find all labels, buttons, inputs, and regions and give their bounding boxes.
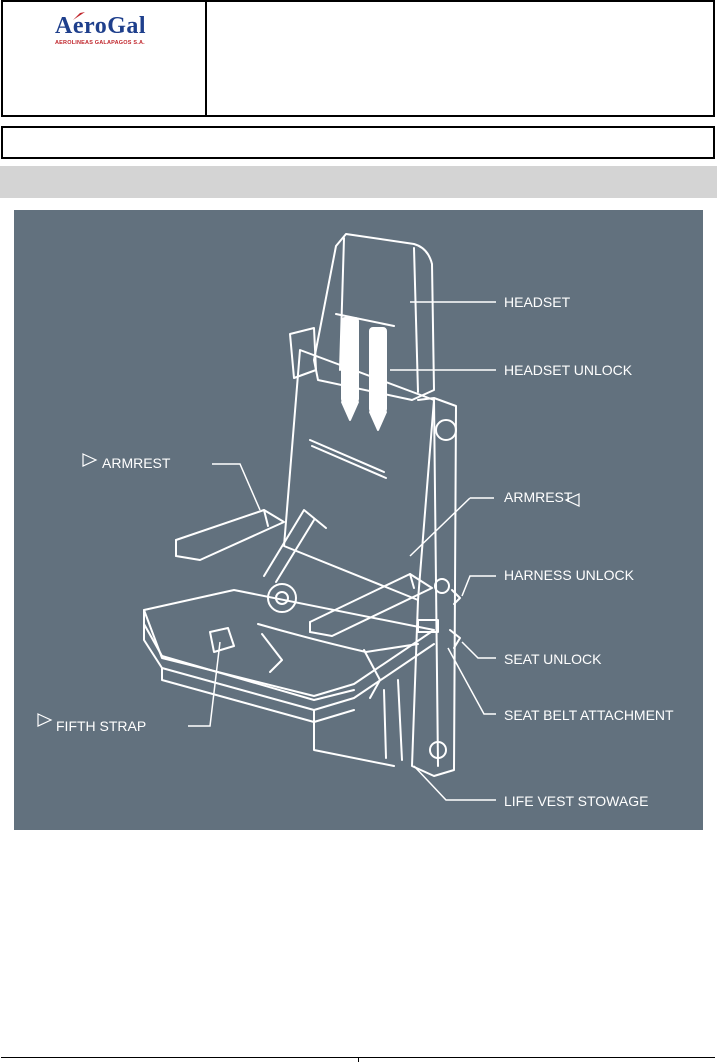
callout-fifth-strap: FIFTH STRAP [56,718,146,734]
logo-subtitle: AEROLINEAS GALAPAGOS S.A. [55,40,175,46]
callout-life-vest-stowage: LIFE VEST STOWAGE [504,793,648,809]
callout-armrest-left: ARMREST [102,455,170,471]
footer-divider-tick [358,1057,359,1062]
callout-seat-unlock: SEAT UNLOCK [504,651,602,667]
jumpseat-diagram: HEADSET HEADSET UNLOCK ARMREST ARMREST H… [14,210,703,830]
aerogal-logo: AeroGal AEROLINEAS GALAPAGOS S.A. [55,14,175,54]
header-box: AeroGal AEROLINEAS GALAPAGOS S.A. [1,0,715,117]
callout-armrest-right: ARMREST [504,489,572,505]
callout-headset-unlock: HEADSET UNLOCK [504,362,632,378]
header-divider [205,2,207,115]
title-bar [1,126,715,159]
logo-swoosh-icon [72,11,86,21]
callout-headset: HEADSET [504,294,570,310]
jumpseat-illustration [14,210,703,830]
marker-star-triangle-icon [84,453,94,463]
callout-seat-belt-attachment: SEAT BELT ATTACHMENT [504,707,674,723]
section-band [0,166,717,198]
callout-harness-unlock: HARNESS UNLOCK [504,567,634,583]
